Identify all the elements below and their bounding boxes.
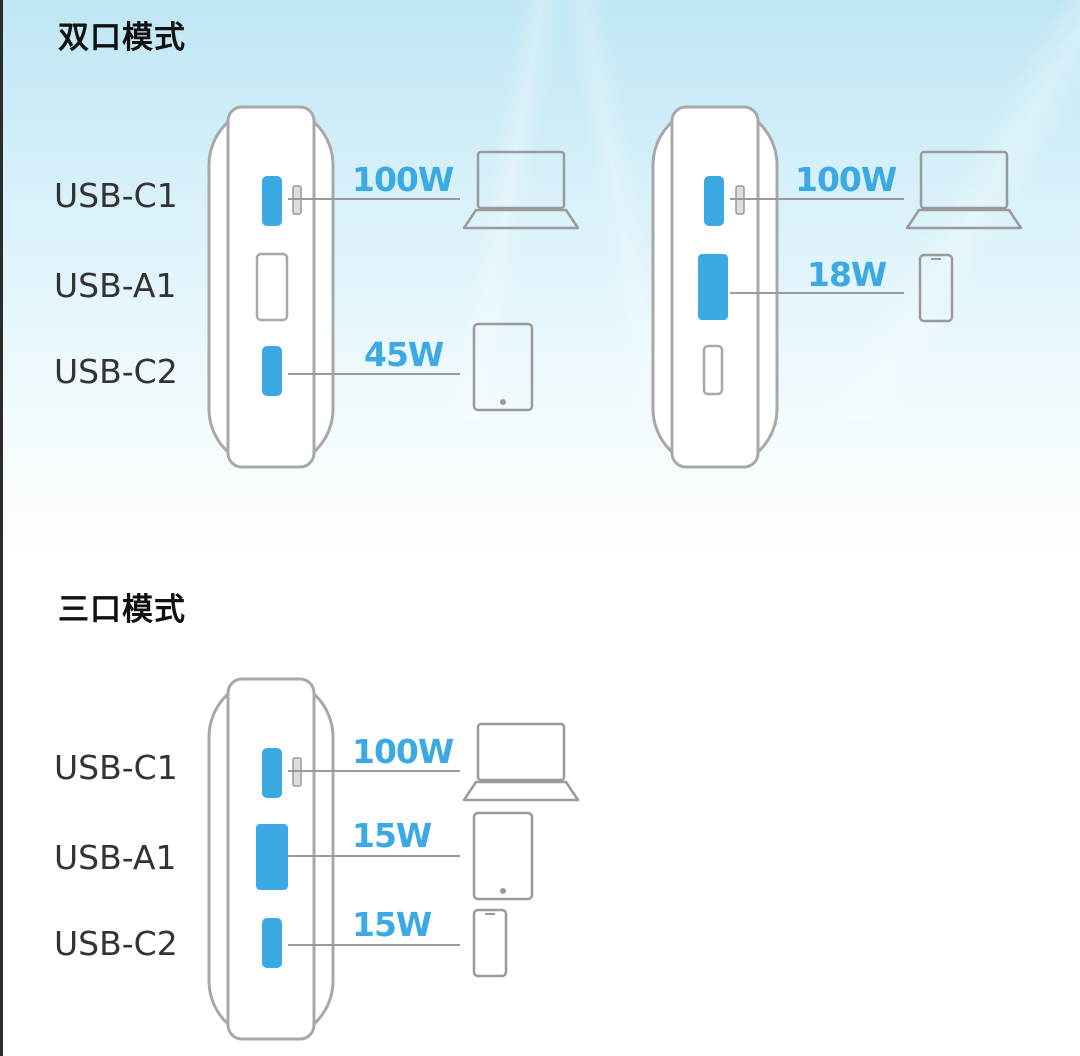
usb-c1-port-active bbox=[262, 748, 282, 798]
connector-line bbox=[288, 944, 460, 946]
usb-c2-port-active bbox=[262, 346, 282, 396]
usb-a1-port-active bbox=[256, 824, 288, 890]
port-label-usb-a1: USB-A1 bbox=[54, 838, 177, 877]
watt-label: 100W bbox=[352, 160, 454, 199]
usb-c2-port-inactive bbox=[702, 344, 724, 396]
left-border bbox=[0, 0, 3, 1056]
connector-line bbox=[288, 770, 460, 772]
port-label-usb-c2: USB-C2 bbox=[54, 924, 178, 963]
tablet-icon bbox=[472, 811, 534, 901]
laptop-icon bbox=[462, 722, 580, 802]
tablet-icon bbox=[472, 322, 534, 412]
power-bank-diagram-1 bbox=[207, 105, 335, 469]
watt-label: 15W bbox=[352, 816, 432, 855]
dual-port-mode-heading: 双口模式 bbox=[58, 20, 186, 56]
triple-port-mode-heading: 三口模式 bbox=[58, 592, 186, 628]
connector-line bbox=[288, 855, 460, 857]
port-label-usb-c1: USB-C1 bbox=[54, 176, 178, 215]
port-label-usb-c1: USB-C1 bbox=[54, 748, 178, 787]
watt-label: 45W bbox=[364, 335, 444, 374]
port-label-usb-c2: USB-C2 bbox=[54, 352, 178, 391]
watt-label: 100W bbox=[795, 160, 897, 199]
connector-line bbox=[730, 292, 904, 294]
usb-a1-port-inactive bbox=[255, 252, 289, 322]
connector-line bbox=[288, 198, 460, 200]
connector-line bbox=[730, 198, 904, 200]
power-bank-diagram-2 bbox=[651, 105, 779, 469]
watt-label: 15W bbox=[352, 905, 432, 944]
phone-icon bbox=[472, 908, 508, 978]
usb-c1-port-active bbox=[262, 176, 282, 226]
port-label-usb-a1: USB-A1 bbox=[54, 266, 177, 305]
laptop-icon bbox=[905, 150, 1023, 230]
phone-icon bbox=[918, 253, 954, 323]
pd-badge-icon bbox=[292, 185, 302, 215]
watt-label: 18W bbox=[807, 255, 887, 294]
usb-c2-port-active bbox=[262, 918, 282, 968]
power-bank-diagram-3 bbox=[207, 677, 335, 1041]
usb-c1-port-active bbox=[704, 176, 724, 226]
pd-badge-icon bbox=[292, 757, 302, 787]
laptop-icon bbox=[462, 150, 580, 230]
usb-a1-port-active bbox=[698, 254, 728, 320]
watt-label: 100W bbox=[352, 732, 454, 771]
connector-line bbox=[288, 373, 460, 375]
pd-badge-icon bbox=[735, 185, 745, 215]
